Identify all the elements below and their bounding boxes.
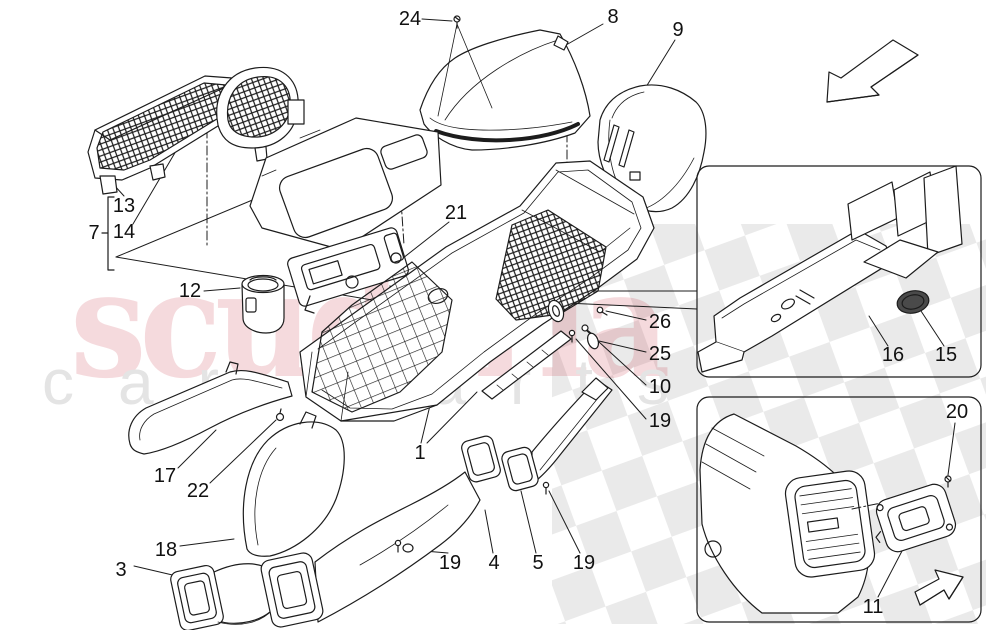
- part-callout-14-5: 14: [112, 221, 136, 243]
- part-callout-20-23: 20: [945, 401, 969, 423]
- screw-19-duct4: [394, 539, 402, 553]
- part-callout-7-4: 7: [88, 222, 100, 244]
- part-14-pod: [216, 66, 305, 162]
- part-callout-24-0: 24: [398, 8, 422, 30]
- screw-26: [596, 306, 608, 316]
- part-callout-5-21: 5: [532, 552, 544, 574]
- part-callout-25-9: 25: [648, 343, 672, 365]
- screw-19-duct5: [542, 481, 550, 495]
- part-callout-19-11: 19: [648, 410, 672, 432]
- part-15-pad: [896, 290, 930, 314]
- part-callout-16-12: 16: [881, 344, 905, 366]
- part-18-side-panel: [242, 411, 345, 557]
- fasteners: [394, 306, 608, 553]
- part-callout-18-17: 18: [154, 539, 178, 561]
- part-13-tray: [87, 75, 248, 195]
- part-callout-19-22: 19: [572, 552, 596, 574]
- part-callout-8-1: 8: [607, 6, 619, 28]
- rear-console-detail: [699, 413, 935, 614]
- part-12-cupholder: [241, 274, 285, 334]
- part-8-lid: [419, 23, 591, 151]
- bracket-7: [101, 196, 115, 271]
- clip-10: [581, 324, 593, 335]
- part-callout-13-3: 13: [112, 195, 136, 217]
- screw-24: [453, 15, 461, 29]
- part-callout-10-10: 10: [648, 376, 672, 398]
- ring-25: [586, 332, 600, 350]
- part-callout-19-19: 19: [438, 552, 462, 574]
- screw-19-console: [568, 329, 576, 343]
- inset-box-bottom: [696, 396, 982, 623]
- part-11-trim: [875, 483, 957, 553]
- direction-arrow-inset: [914, 569, 964, 606]
- part-3-duct-end: [170, 563, 278, 630]
- part-callout-26-8: 26: [648, 311, 672, 333]
- part-callout-3-18: 3: [115, 559, 127, 581]
- part-callout-4-20: 4: [488, 552, 500, 574]
- part-17-rail: [128, 361, 293, 455]
- direction-arrow-main: [826, 39, 919, 103]
- clip-22: [275, 408, 285, 422]
- part-callout-12-7: 12: [178, 280, 202, 302]
- part-callout-11-24: 11: [862, 596, 884, 618]
- part-9-cover: [597, 84, 707, 213]
- part-callout-9-2: 9: [672, 19, 684, 41]
- part-callout-21-6: 21: [444, 202, 468, 224]
- part-callout-17-15: 17: [153, 465, 177, 487]
- part-callout-1-14: 1: [414, 442, 426, 464]
- screw-20: [944, 475, 952, 488]
- part-callout-22-16: 22: [186, 480, 210, 502]
- part-16-underlay: [697, 165, 963, 373]
- part-1-console-body: [299, 160, 655, 422]
- part-21-switch-panel: [287, 227, 409, 314]
- part-5-duct: [501, 377, 613, 492]
- part-7-trim-plate: [249, 117, 442, 251]
- inset-box-top: [696, 165, 982, 378]
- part-callout-15-13: 15: [934, 344, 958, 366]
